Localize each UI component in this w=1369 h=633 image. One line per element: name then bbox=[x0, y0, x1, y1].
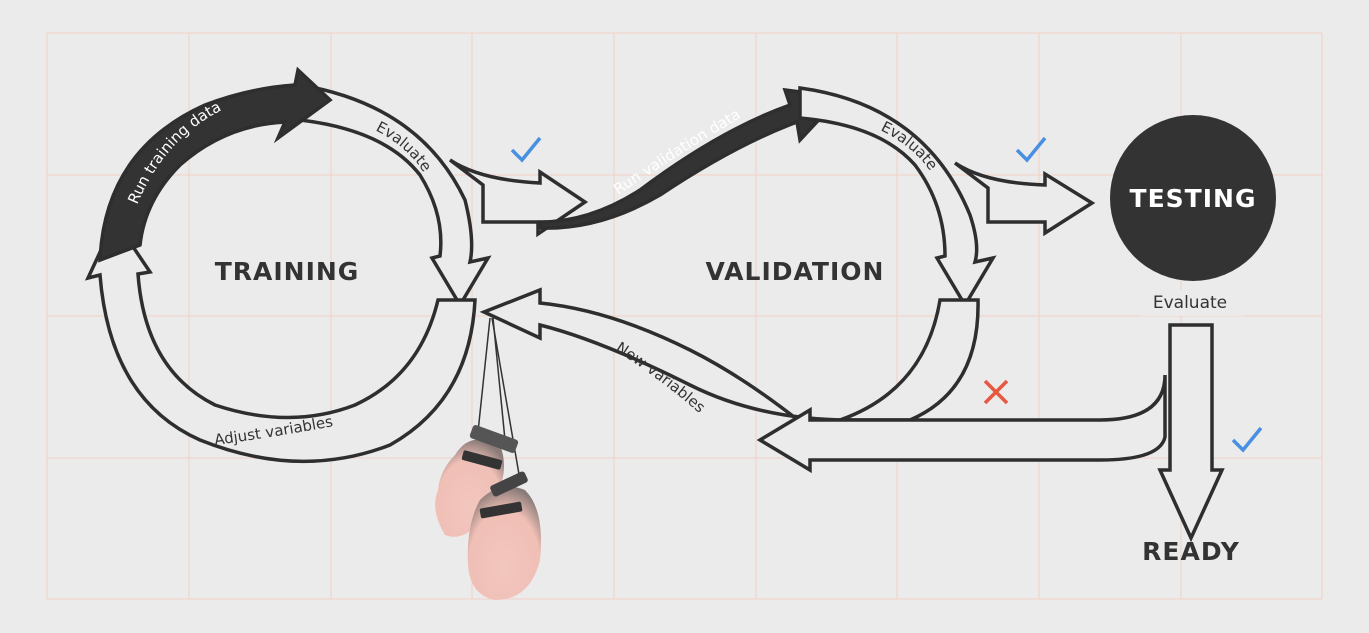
training-adjust-arrow bbox=[84, 216, 477, 464]
run-training-data-arrow bbox=[98, 66, 333, 263]
testing-to-ready-arrow bbox=[1157, 323, 1225, 543]
validation-label: VALIDATION bbox=[706, 257, 885, 286]
check-icon bbox=[510, 136, 542, 163]
run-validation-data-arrow bbox=[538, 87, 844, 230]
testing-label: TESTING bbox=[1130, 184, 1257, 213]
validation-loop bbox=[448, 85, 997, 459]
testing-evaluate-label: Evaluate bbox=[1153, 293, 1227, 313]
validation-return-arc bbox=[839, 298, 980, 422]
check-icon bbox=[1015, 136, 1047, 163]
training-to-validation-arrow bbox=[448, 158, 589, 238]
testing-fail-return-arrow bbox=[756, 374, 1167, 474]
check-icon bbox=[1231, 426, 1263, 453]
validation-to-testing-arrow bbox=[953, 161, 1096, 237]
validation-evaluate-arrow bbox=[798, 85, 997, 309]
testing-section: TESTING Evaluate READY bbox=[756, 115, 1276, 566]
training-loop bbox=[84, 66, 492, 464]
training-label: TRAINING bbox=[215, 257, 360, 286]
boxing-gloves-illustration bbox=[435, 317, 541, 600]
testing-circle bbox=[1110, 115, 1276, 281]
cross-icon bbox=[983, 379, 1009, 405]
ready-label: READY bbox=[1142, 537, 1240, 566]
validation-evaluate-label: Evaluate bbox=[878, 118, 941, 174]
new-variables-arrow bbox=[479, 287, 853, 459]
